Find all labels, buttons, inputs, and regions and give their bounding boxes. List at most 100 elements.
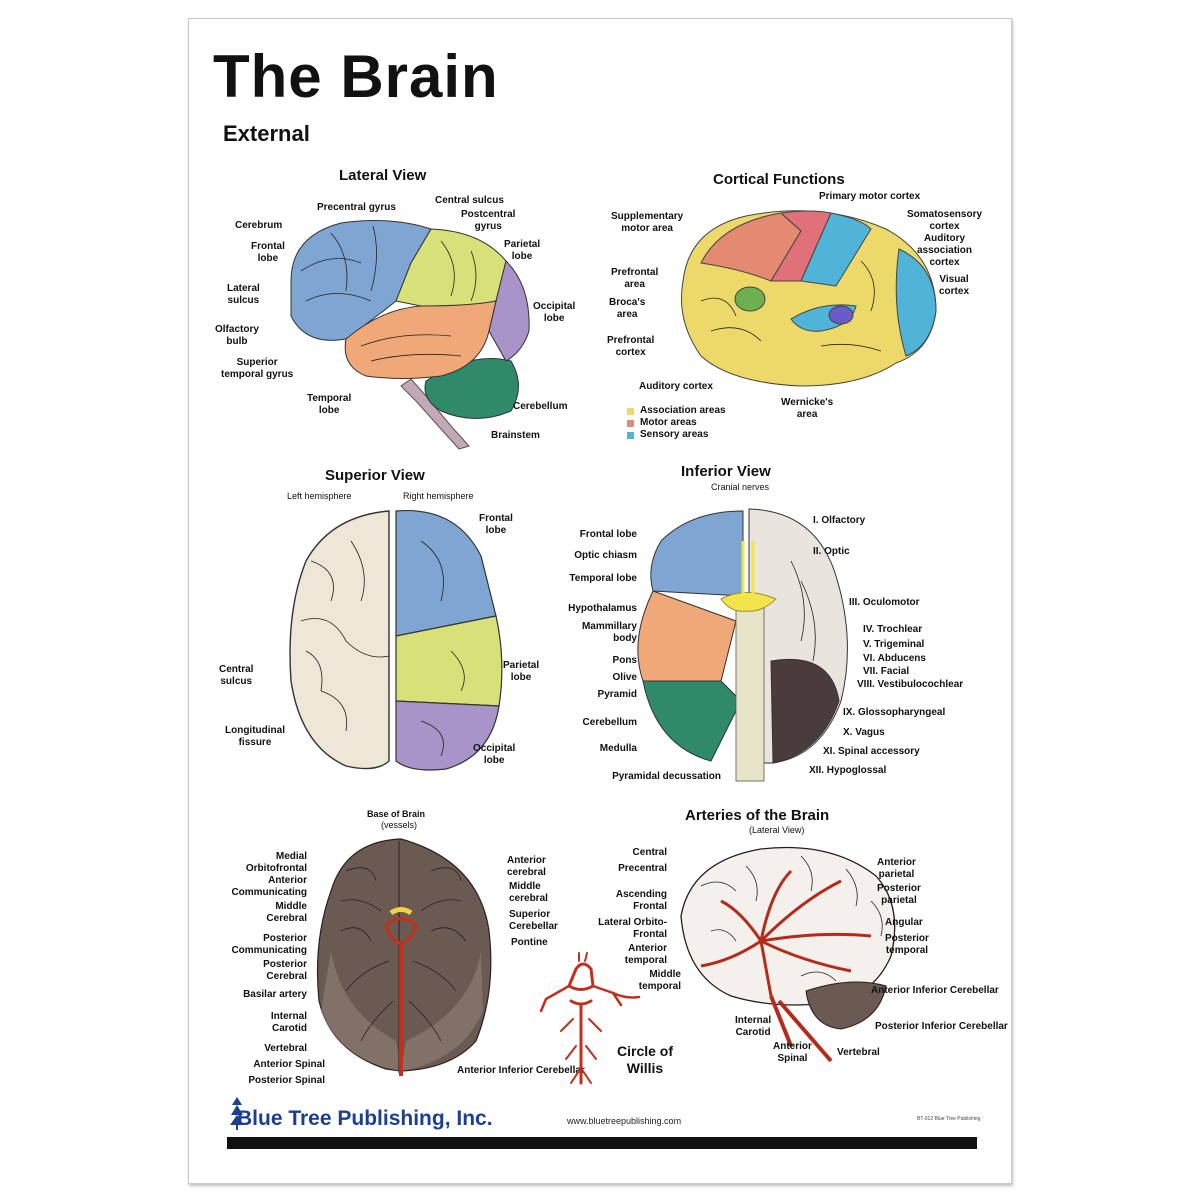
label-central-sulcus: Central sulcus bbox=[435, 195, 504, 206]
label-cerebrum: Cerebrum bbox=[235, 220, 283, 231]
inferior-view-subheading: Cranial nerves bbox=[711, 482, 770, 492]
arteries-illustration bbox=[680, 846, 896, 1063]
label-wernickes-area: Wernicke's area bbox=[781, 397, 834, 420]
artery-label-anterior-inferior-cerebellar: Anterior Inferior Cerebellar bbox=[871, 985, 999, 996]
nerve-label-trochlear: IV. Trochlear bbox=[863, 624, 923, 635]
label-longitudinal-fissure: Longitudinal fissure bbox=[225, 725, 285, 748]
base-label-anterior-inferior-cerebellar: Anterior Inferior Cerebellar bbox=[457, 1065, 585, 1076]
artery-label-anterior-parietal: Anterior parietal bbox=[877, 857, 916, 880]
label-frontal-lobe: Frontal lobe bbox=[251, 241, 285, 264]
inferior-view-illustration bbox=[637, 508, 848, 782]
nerve-label-olfactory: I. Olfactory bbox=[813, 515, 866, 526]
base-label-posterior-cerebral: Posterior Cerebral bbox=[263, 959, 307, 982]
inferior-label-frontal-lobe: Frontal lobe bbox=[579, 529, 637, 540]
cortical-legend: Association areas Motor areas Sensory ar… bbox=[627, 405, 726, 441]
base-label-anterior-communicating: Anterior Communicating bbox=[231, 875, 307, 898]
base-label-middle-cerebral-right: Middle cerebral bbox=[509, 881, 548, 904]
label-cerebellum: Cerebellum bbox=[513, 401, 568, 412]
inferior-label-olive: Olive bbox=[612, 672, 637, 683]
poster-title: The Brain bbox=[213, 43, 499, 110]
label-occipital-lobe: Occipital lobe bbox=[533, 301, 576, 324]
base-label-medial-orbitofrontal: Medial Orbitofrontal bbox=[245, 851, 307, 874]
label-right-hemisphere: Right hemisphere bbox=[403, 491, 474, 501]
label-temporal-lobe: Temporal lobe bbox=[307, 393, 352, 416]
base-label-posterior-spinal: Posterior Spinal bbox=[248, 1075, 325, 1086]
legend-label-motor: Motor areas bbox=[640, 417, 697, 428]
base-of-brain-subheading: (vessels) bbox=[381, 820, 418, 830]
artery-label-anterior-temporal: Anterior temporal bbox=[624, 943, 667, 966]
label-olfactory-bulb: Olfactory bulb bbox=[215, 324, 259, 347]
arteries-subheading: (Lateral View) bbox=[749, 825, 805, 835]
base-of-brain-heading: Base of Brain bbox=[367, 809, 426, 819]
nerve-label-oculomotor: III. Oculomotor bbox=[849, 597, 920, 608]
lateral-view-illustration bbox=[290, 220, 530, 450]
label-superior-central-sulcus: Central sulcus bbox=[219, 664, 254, 687]
label-prefrontal-cortex: Prefrontal cortex bbox=[607, 335, 655, 358]
superior-view-heading: Superior View bbox=[325, 467, 425, 484]
base-label-vertebral: Vertebral bbox=[264, 1043, 307, 1054]
nerve-label-glossopharyngeal: IX. Glossopharyngeal bbox=[843, 707, 946, 718]
artery-label-lateral-orbito-frontal: Lateral Orbito- Frontal bbox=[598, 917, 667, 940]
legend-swatch-motor bbox=[627, 419, 634, 427]
tree-logo-icon bbox=[230, 1097, 244, 1130]
artery-label-posterior-parietal: Posterior parietal bbox=[877, 883, 921, 906]
label-somatosensory-cortex: Somatosensory cortex bbox=[907, 209, 983, 232]
label-precentral-gyrus: Precentral gyrus bbox=[317, 202, 396, 213]
nerve-label-vagus: X. Vagus bbox=[843, 727, 885, 738]
nerve-label-trigeminal: V. Trigeminal bbox=[863, 639, 925, 650]
cortical-functions-heading: Cortical Functions bbox=[713, 171, 845, 188]
legend-swatch-sensory bbox=[627, 431, 634, 439]
nerve-label-spinal-accessory: XI. Spinal accessory bbox=[823, 746, 920, 757]
superior-view-illustration bbox=[289, 509, 503, 771]
artery-label-precentral: Precentral bbox=[618, 863, 667, 874]
inferior-label-mammillary-body: Mammillary body bbox=[581, 621, 637, 644]
footer-bar bbox=[227, 1137, 977, 1149]
label-auditory-cortex: Auditory cortex bbox=[639, 381, 713, 392]
legend-item-sensory: Sensory areas bbox=[627, 429, 726, 441]
base-label-anterior-cerebral: Anterior cerebral bbox=[507, 855, 546, 878]
publication-code: BT-012 Blue Tree Publishing bbox=[917, 1116, 981, 1122]
base-label-anterior-spinal: Anterior Spinal bbox=[253, 1059, 325, 1070]
label-left-hemisphere: Left hemisphere bbox=[287, 491, 352, 501]
inferior-label-medulla: Medulla bbox=[599, 743, 637, 754]
inferior-view-heading: Inferior View bbox=[681, 463, 771, 480]
base-of-brain-illustration bbox=[316, 838, 492, 1076]
nerve-label-optic: II. Optic bbox=[813, 546, 850, 557]
legend-item-motor: Motor areas bbox=[627, 417, 726, 429]
inferior-label-pyramidal-decussation: Pyramidal decussation bbox=[612, 771, 721, 782]
label-brainstem: Brainstem bbox=[491, 430, 540, 441]
label-parietal-lobe: Parietal lobe bbox=[504, 239, 541, 262]
artery-label-posterior-inferior-cerebellar: Posterior Inferior Cerebellar bbox=[875, 1021, 1008, 1032]
artery-label-ascending-frontal: Ascending Frontal bbox=[615, 889, 667, 912]
nerve-label-abducens: VI. Abducens bbox=[863, 653, 926, 664]
publisher-name: Blue Tree Publishing, Inc. bbox=[237, 1107, 493, 1130]
label-postcentral-gyrus: Postcentral gyrus bbox=[461, 209, 516, 232]
artery-label-vertebral: Vertebral bbox=[837, 1047, 880, 1058]
lateral-view-heading: Lateral View bbox=[339, 167, 427, 184]
base-label-middle-cerebral: Middle Cerebral bbox=[266, 901, 307, 924]
base-label-pontine: Pontine bbox=[511, 937, 548, 948]
inferior-label-hypothalamus: Hypothalamus bbox=[568, 603, 637, 614]
artery-label-middle-temporal: Middle temporal bbox=[638, 969, 681, 992]
legend-label-sensory: Sensory areas bbox=[640, 429, 709, 440]
label-primary-motor-cortex: Primary motor cortex bbox=[819, 191, 921, 202]
label-superior-frontal-lobe: Frontal lobe bbox=[479, 513, 513, 536]
base-label-superior-cerebellar: Superior Cerebellar bbox=[509, 909, 558, 932]
inferior-label-cerebellum: Cerebellum bbox=[582, 717, 637, 728]
nerve-label-hypoglossal: XII. Hypoglossal bbox=[809, 765, 887, 776]
artery-label-posterior-temporal: Posterior temporal bbox=[885, 933, 929, 956]
base-label-posterior-communicating: Posterior Communicating bbox=[231, 933, 307, 956]
inferior-label-pyramid: Pyramid bbox=[597, 689, 637, 700]
anatomy-poster: The Brain External Lateral View Cerebrum… bbox=[188, 18, 1012, 1184]
arteries-heading: Arteries of the Brain bbox=[685, 807, 830, 824]
label-superior-occipital-lobe: Occipital lobe bbox=[473, 743, 516, 766]
label-auditory-association-cortex: Auditory association cortex bbox=[917, 233, 973, 268]
label-lateral-sulcus: Lateral sulcus bbox=[227, 283, 260, 306]
publisher-website: www.bluetreepublishing.com bbox=[567, 1116, 682, 1126]
base-label-internal-carotid: Internal Carotid bbox=[270, 1011, 307, 1034]
cortical-functions-illustration bbox=[680, 210, 937, 387]
inferior-label-optic-chiasm: Optic chiasm bbox=[574, 550, 637, 561]
artery-label-anterior-spinal: Anterior Spinal bbox=[773, 1041, 812, 1064]
artery-label-angular: Angular bbox=[885, 917, 923, 928]
nerve-label-facial: VII. Facial bbox=[863, 666, 910, 677]
